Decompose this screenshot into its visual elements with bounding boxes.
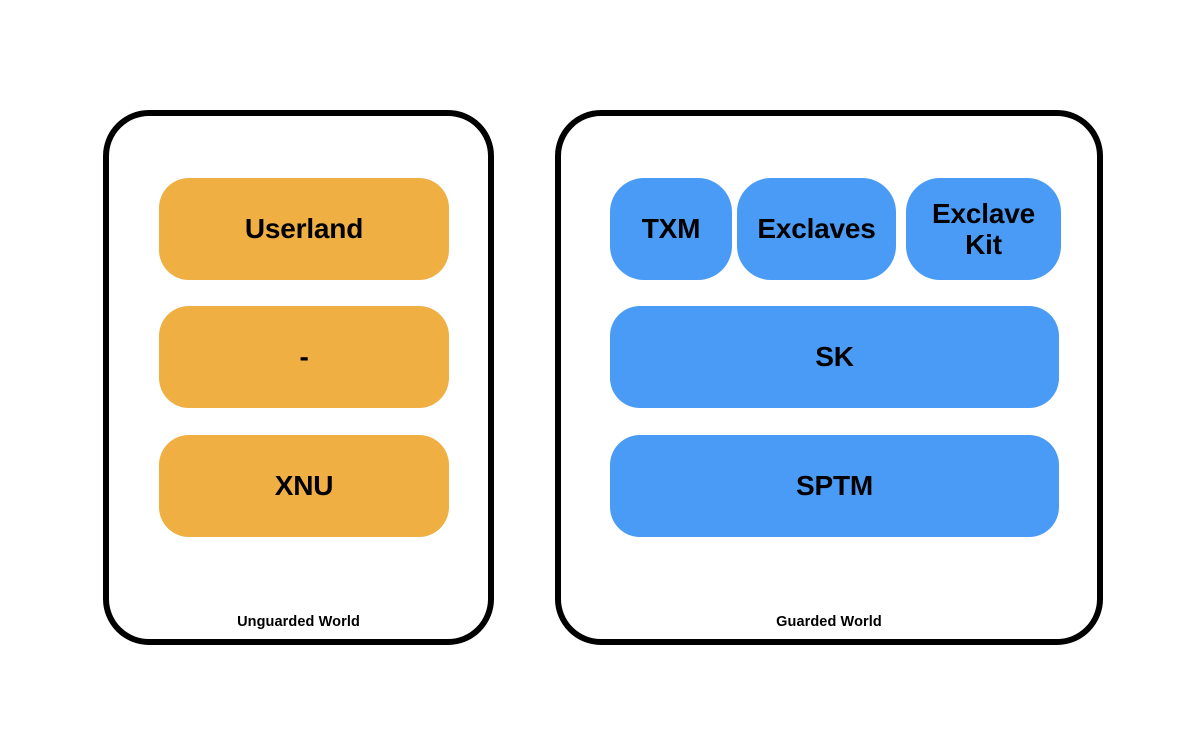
stack-box-userland[interactable]: Userland [159, 178, 449, 280]
stack-box-sptm[interactable]: SPTM [610, 435, 1059, 537]
stack-box-xnu[interactable]: XNU [159, 435, 449, 537]
panel-footer-guarded-world: Guarded World [776, 613, 882, 630]
stack-box-dash[interactable]: - [159, 306, 449, 408]
panel-unguarded-world: Userland - XNU Unguarded World [103, 110, 494, 645]
stack-box-txm[interactable]: TXM [610, 178, 732, 280]
stack-box-label-dash: - [299, 341, 309, 373]
panel-guarded-world: TXM Exclaves Exclave Kit SK SPTM Guarded… [555, 110, 1103, 645]
stack-box-label-sptm: SPTM [796, 470, 873, 502]
stack-box-label-exclaves: Exclaves [757, 213, 876, 245]
stack-box-label-txm: TXM [641, 213, 701, 245]
stack-box-exclave-kit[interactable]: Exclave Kit [906, 178, 1061, 280]
panel-footer-unguarded-world: Unguarded World [237, 613, 360, 630]
stack-box-sk[interactable]: SK [610, 306, 1059, 408]
stack-box-label-userland: Userland [244, 213, 364, 245]
stack-box-label-xnu: XNU [274, 470, 334, 502]
stack-box-exclaves[interactable]: Exclaves [737, 178, 896, 280]
stack-box-label-exclave-kit: Exclave Kit [932, 197, 1035, 260]
stack-box-label-sk: SK [815, 341, 854, 373]
